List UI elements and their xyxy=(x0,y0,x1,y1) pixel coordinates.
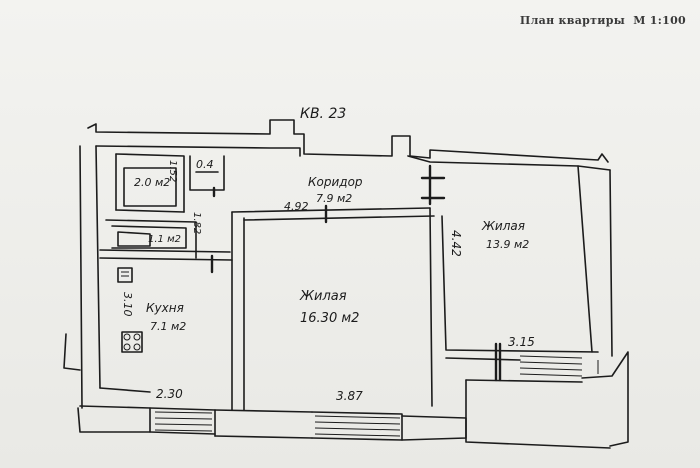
corridor-dim: 4.92 xyxy=(284,200,309,213)
living-right-name: Жилая xyxy=(481,219,525,233)
bath-area: 2.0 м2 xyxy=(134,176,170,189)
kitchen-dim-side: 3.10 xyxy=(121,292,134,317)
stove-icon xyxy=(121,331,143,353)
outer-walls xyxy=(63,119,629,449)
plan-title: План квартиры xyxy=(519,14,626,27)
living-center-dim-bottom: 3.87 xyxy=(336,389,363,403)
kitchen-dim-bottom: 2.30 xyxy=(156,387,183,401)
living-right-dim-bottom: 3.15 xyxy=(508,335,535,349)
plan-header: План квартиры М 1:100 xyxy=(520,14,686,27)
sink-icon xyxy=(117,267,133,283)
kitchen-fixtures xyxy=(117,267,143,353)
wc-dim-side: 1.82 xyxy=(191,212,202,234)
wc-area: 1.1 м2 xyxy=(148,234,181,245)
kitchen-name: Кухня xyxy=(146,301,184,315)
living-center-area: 16.30 м2 xyxy=(300,311,359,326)
plan-scale: М 1:100 xyxy=(633,14,686,27)
living-center-dim-side: 4.42 xyxy=(449,230,463,257)
apartment-label: КВ. 23 xyxy=(300,106,346,122)
interior-walls xyxy=(99,153,599,411)
living-right-area: 13.9 м2 xyxy=(486,238,529,251)
windows xyxy=(154,355,599,437)
closet-area: 0.4 xyxy=(196,158,214,171)
kitchen-area: 7.1 м2 xyxy=(150,320,186,333)
bath-dim-side: 1.52 xyxy=(167,160,178,182)
corridor-name: Коридор xyxy=(308,175,363,189)
living-center-name: Жилая xyxy=(299,289,347,304)
corridor-area: 7.9 м2 xyxy=(316,192,352,205)
